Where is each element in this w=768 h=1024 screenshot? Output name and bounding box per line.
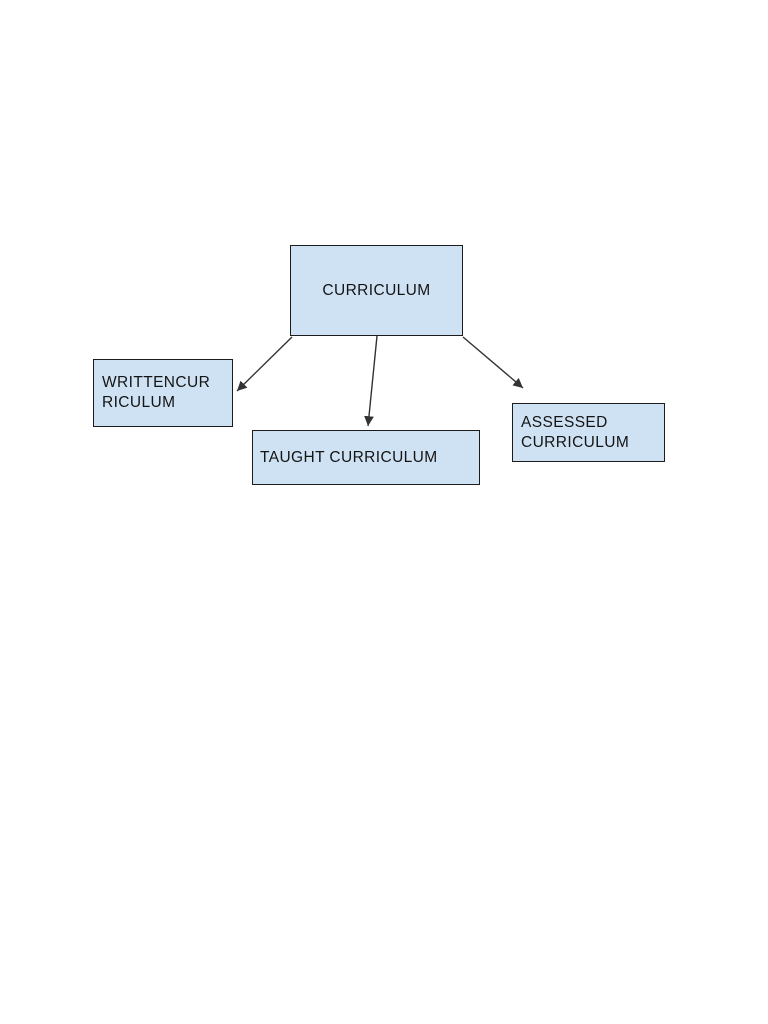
arrow-curriculum-to-written-curriculum: [236, 336, 293, 392]
node-curriculum: CURRICULUM: [290, 245, 463, 336]
arrow-curriculum-to-assessed-curriculum: [462, 336, 524, 389]
node-written-curriculum: WRITTENCUR RICULUM: [93, 359, 233, 427]
node-taught-curriculum: TAUGHT CURRICULUM: [252, 430, 480, 485]
node-assessed-curriculum: ASSESSED CURRICULUM: [512, 403, 665, 462]
arrow-curriculum-to-taught-curriculum: [364, 335, 378, 427]
